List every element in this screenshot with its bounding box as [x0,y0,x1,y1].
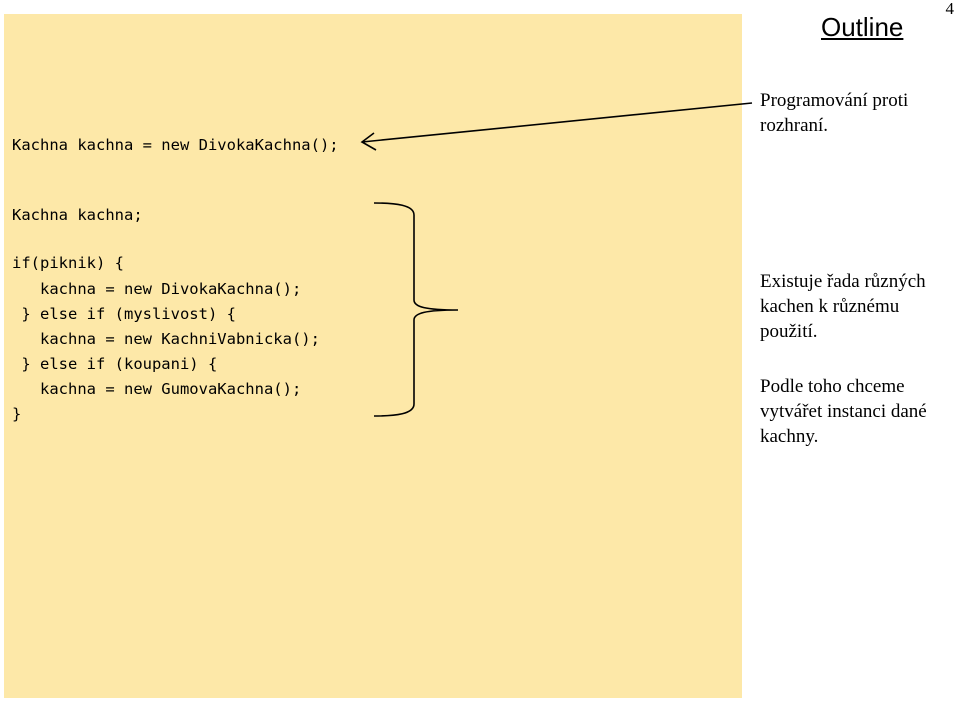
note-interface-programming: Programování proti rozhraní. [760,88,958,138]
code-line-gumova: kachna = new GumovaKachna(); [12,380,302,398]
note-line: kachny. [760,426,819,447]
code-line-vabnicka: kachna = new KachniVabnicka(); [12,330,320,348]
note-instances: Podle toho chceme vytvářet instanci dané… [760,374,958,449]
note-line: rozhraní. [760,115,829,136]
code-line-divoka: kachna = new DivokaKachna(); [12,280,302,298]
note-line: použití. [760,321,818,342]
code-line-else-koupani: } else if (koupani) { [12,355,218,373]
note-line: kachen k různému [760,296,900,317]
code-single-assignment: Kachna kachna = new DivokaKachna(); [12,136,339,154]
note-variety: Existuje řada různých kachen k různému p… [760,269,958,344]
note-line: Podle toho chceme [760,376,905,397]
note-line: vytvářet instanci dané [760,401,927,422]
note-line: Existuje řada různých [760,271,926,292]
page-number: 4 [945,0,955,18]
code-line-else-myslivost: } else if (myslivost) { [12,305,236,323]
note-line: Programování proti [760,90,909,111]
code-line-if-piknik: if(piknik) { [12,254,124,272]
code-line-declaration: Kachna kachna; [12,206,143,224]
code-line-closing-brace: } [12,405,22,423]
slide-title[interactable]: Outline [821,12,904,42]
